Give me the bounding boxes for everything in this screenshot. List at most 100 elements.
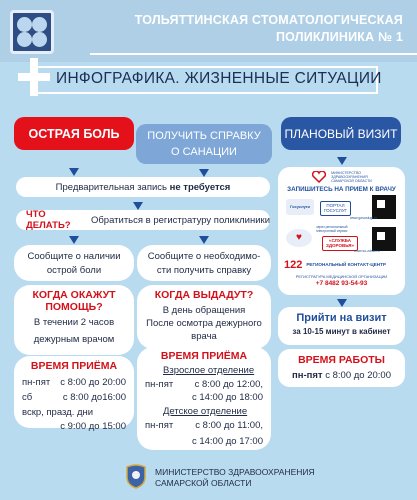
gosuslugi-label[interactable]: ПОРТАЛ ГОСУСЛУГ [320,200,351,216]
acute-hours-title: ВРЕМЯ ПРИЁМА [30,360,118,372]
medical-cross-icon-bar [18,73,50,81]
ministry-small-line3: САМАРСКОЙ ОБЛАСТИ [331,179,372,184]
work-hours-day: пн-пят [292,370,323,381]
arrow-down-icon [133,202,143,210]
acute-holiday-time: с 9:00 до 15:00 [60,421,126,432]
ministry-small-line1: МИНИСТЕРСТВО [331,171,362,175]
gosuslugi-label-line1: ПОРТАЛ [326,202,345,208]
certificate-report-card: Сообщите о необходимо- сти получить спра… [137,245,271,281]
category-certificate-line1: ПОЛУЧИТЬ СПРАВКУ [147,130,261,142]
acute-help-title-line1: КОГДА ОКАЖУТ [32,289,116,301]
signup-title: ЗАПИШИТЕСЬ НА ПРИЕМ К ВРАЧУ [287,185,396,193]
child-hours-day: пн-пят [145,420,174,431]
ministry-small-line2: ЗДРАВООХРАНЕНИЯ [331,175,368,180]
certificate-issue-line3: врача [191,331,217,342]
what-to-do-label: ЧТО ДЕЛАТЬ? [26,209,71,231]
certificate-issue-card: КОГДА ВЫДАДУТ? В день обращения После ос… [137,285,271,349]
service-qr-icon[interactable] [372,226,396,251]
acute-report-line1: Сообщите о наличии [27,251,121,262]
arrow-down-icon [337,157,347,165]
category-certificate: ПОЛУЧИТЬ СПРАВКУ О САНАЦИИ [136,124,272,164]
arrow-down-icon [69,236,79,244]
gosuslugi-qr-icon[interactable] [372,194,396,219]
coat-of-arms-icon [125,463,147,489]
adult-department-label: Взрослое отделение [163,365,255,376]
contact-center-label: РЕГИОНАЛЬНЫЙ КОНТАКТ-ЦЕНТР [306,262,386,268]
acute-hours-day: сб [22,392,33,403]
acute-help-line1: В течении 2 часов [33,317,115,328]
adult-hours-day: пн-пят [145,379,174,390]
clinic-title-line1: ТОЛЬЯТТИНСКАЯ СТОМАТОЛОГИЧЕСКАЯ [134,13,403,27]
arrive-text: за 10-15 минут в кабинет [292,327,391,336]
acute-report-line2: острой боли [46,265,102,276]
what-to-do-text: Обратиться в регистратуру поликлиники [88,214,270,226]
work-hours-title: ВРЕМЯ РАБОТЫ [298,354,385,366]
certificate-hours-card: ВРЕМЯ ПРИЁМА Взрослое отделение пн-пят с… [137,347,271,450]
acute-help-line2: дежурным врачом [33,334,115,345]
certificate-issue-title: КОГДА ВЫДАДУТ? [154,289,254,301]
certificate-issue-line1: В день обращения [162,305,246,316]
child-department-label: Детское отделение [163,406,248,417]
infographic-frame [38,66,378,94]
ministry-badge: МИНИСТЕРСТВО ЗДРАВООХРАНЕНИЯ САМАРСКОЙ О… [284,171,399,184]
acute-holiday-label: вскр, празд. дни [22,407,94,418]
gosuslugi-label-line2: ГОСУСЛУГ [324,208,347,214]
child-hours-time2: с 14:00 до 17:00 [191,436,263,447]
gosuslugi-row: Госуслуги ПОРТАЛ ГОСУСЛУГ www.gosuslugi.… [284,194,399,223]
footer-line1: МИНИСТЕРСТВО ЗДРАВООХРАНЕНИЯ [155,467,315,477]
acute-hours-row: сб с 8:00 до16:00 [22,392,126,403]
arrive-card: Прийти на визит за 10-15 минут в кабинет [278,307,405,345]
arrow-down-icon [199,169,209,177]
acute-hours-row: пн-пят с 8:00 до 20:00 [22,377,126,388]
preregistration-prefix: Предварительная запись [55,181,170,193]
infographic-title: ИНФОГРАФИКА. ЖИЗНЕННЫЕ СИТУАЦИИ [56,70,382,87]
clinic-title: ТОЛЬЯТТИНСКАЯ СТОМАТОЛОГИЧЕСКАЯ ПОЛИКЛИН… [103,12,403,46]
adult-hours-row: пн-пят с 8:00 до 12:00, [145,379,263,390]
acute-hours-time: с 8:00 до 20:00 [60,377,126,388]
footer-ministry: МИНИСТЕРСТВО ЗДРАВООХРАНЕНИЯ САМАРСКОЙ О… [155,467,315,489]
heart-icon [312,171,327,184]
registry-label: РЕГИСТРАТУРА МЕДИЦИНСКОЙ ОРГАНИЗАЦИИ [295,273,388,279]
service-label-line1: «СЛУЖБА [329,237,351,243]
category-certificate-line2: О САНАЦИИ [171,146,237,158]
contact-center-number[interactable]: 122 [284,258,303,271]
clinic-title-line2: ПОЛИКЛИНИКА № 1 [275,30,403,44]
signup-card: МИНИСТЕРСТВО ЗДРАВООХРАНЕНИЯ САМАРСКОЙ О… [278,167,405,295]
acute-help-card: КОГДА ОКАЖУТ ПОМОЩЬ? В течении 2 часов д… [14,285,134,355]
gosuslugi-logo: Госуслуги [286,198,314,215]
preregistration-note: Предварительная запись не требуется [16,177,270,197]
footer-line2: САМАРСКОЙ ОБЛАСТИ [155,478,252,488]
acute-report-card: Сообщите о наличии острой боли [14,245,134,281]
arrow-down-icon [199,236,209,244]
work-hours-row: пн-пят с 8:00 до 20:00 [278,370,405,381]
arrow-down-icon [69,168,79,176]
certificate-report-line1: Сообщите о необходимо- [147,251,261,262]
acute-help-title-line2: ПОМОЩЬ? [45,301,103,313]
acute-hours-day: пн-пят [22,377,51,388]
service-url[interactable]: www.so-zdrav.ru [354,248,380,253]
registry-phone[interactable]: +7 8482 93-54-93 [315,279,368,287]
service-note: через региональный электронный сервис [316,224,348,233]
work-hours-card: ВРЕМЯ РАБОТЫ пн-пят с 8:00 до 20:00 [278,349,405,387]
service-label[interactable]: «СЛУЖБА ЗДОРОВЬЯ» [322,235,359,251]
contact-center-row: 122 РЕГИОНАЛЬНЫЙ КОНТАКТ-ЦЕНТР [284,259,399,271]
gosuslugi-url[interactable]: www.gosuslugi.ru [350,215,378,220]
arrow-down-icon [337,299,347,307]
child-hours-time: с 8:00 до 11:00, [195,420,263,431]
certificate-issue-line2: После осмотра дежурного [146,318,262,329]
category-acute-pain: ОСТРАЯ БОЛЬ [14,117,134,150]
adult-hours-time: с 8:00 до 12:00, [194,379,263,390]
adult-hours-time2: с 14:00 до 18:00 [191,392,263,403]
header-divider [90,53,417,55]
category-planned-visit: ПЛАНОВЫЙ ВИЗИТ [281,117,401,150]
arrive-title: Прийти на визит [296,312,387,324]
service-row: ♥ через региональный электронный сервис … [284,225,399,255]
acute-hours-card: ВРЕМЯ ПРИЁМА пн-пят с 8:00 до 20:00 сб с… [14,356,134,432]
acute-hours-time: с 8:00 до16:00 [62,392,126,403]
service-logo: ♥ [286,228,312,247]
service-label-line2: ЗДОРОВЬЯ» [326,243,355,249]
child-hours-row: пн-пят с 8:00 до 11:00, [145,420,263,431]
preregistration-bold: не требуется [169,181,231,193]
what-to-do-note: ЧТО ДЕЛАТЬ? Обратиться в регистратуру по… [16,209,270,231]
work-hours-time: с 8:00 до 20:00 [325,370,391,381]
